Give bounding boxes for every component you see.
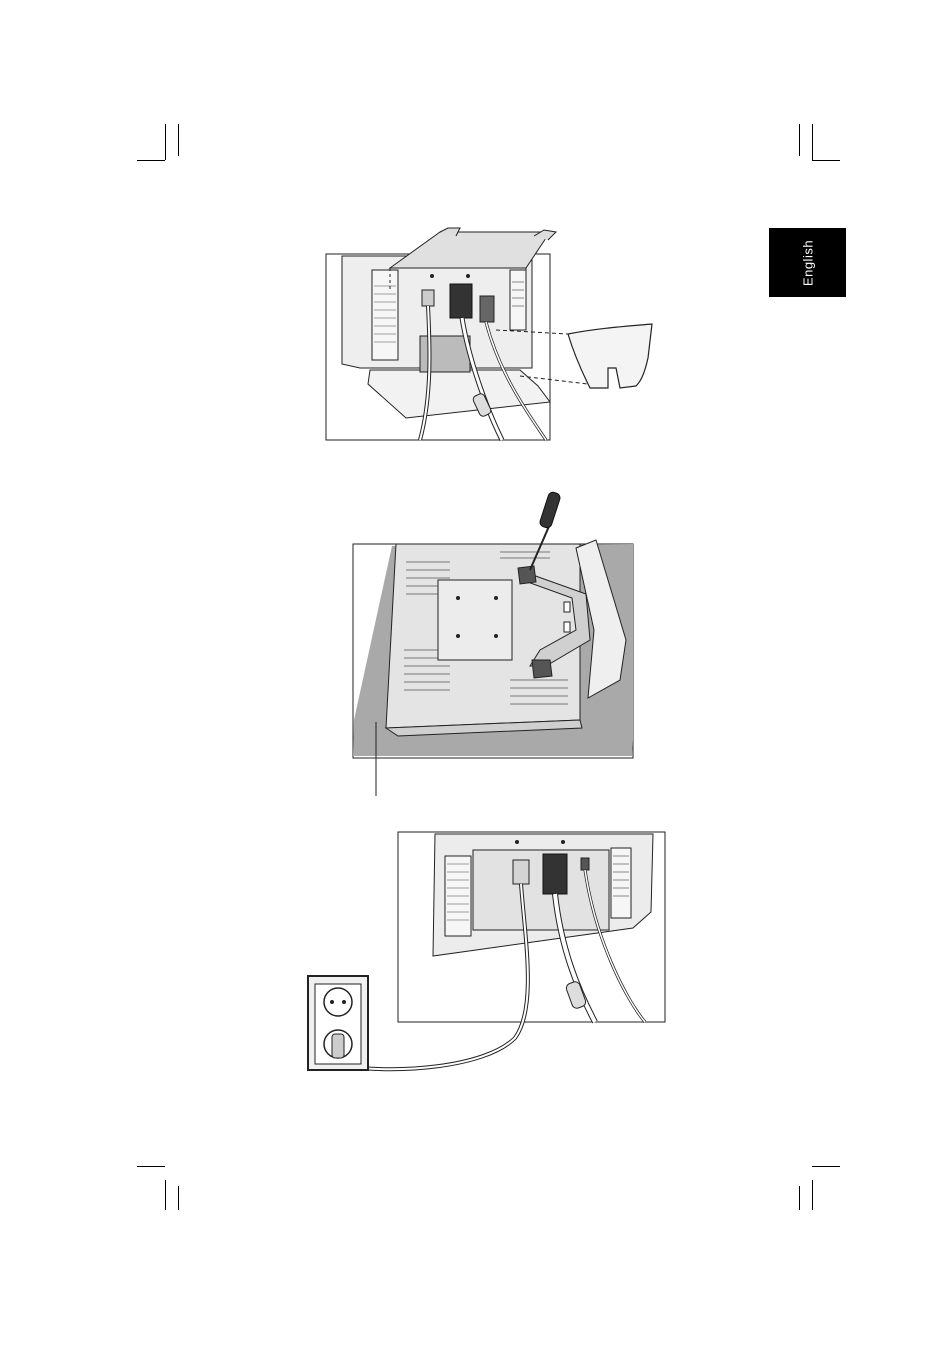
stand-removal-illustration [350, 490, 640, 800]
language-tab: English [769, 228, 846, 297]
figure-cable-connection [305, 828, 670, 1076]
cable-cover-illustration [320, 226, 660, 444]
cable-connection-illustration [305, 828, 670, 1076]
crop-mark [812, 124, 813, 160]
crop-mark [799, 1186, 800, 1210]
language-tab-label: English [800, 239, 815, 285]
crop-mark [137, 160, 165, 161]
crop-mark [165, 124, 166, 160]
figure-stand-removal [350, 490, 640, 800]
figure-cable-cover [320, 226, 660, 444]
crop-mark [165, 1180, 166, 1210]
crop-mark [812, 1180, 813, 1210]
crop-mark [178, 124, 179, 156]
crop-mark [178, 1186, 179, 1210]
crop-mark [812, 1166, 840, 1167]
crop-mark [812, 160, 840, 161]
crop-mark [137, 1166, 165, 1167]
crop-mark [799, 124, 800, 156]
